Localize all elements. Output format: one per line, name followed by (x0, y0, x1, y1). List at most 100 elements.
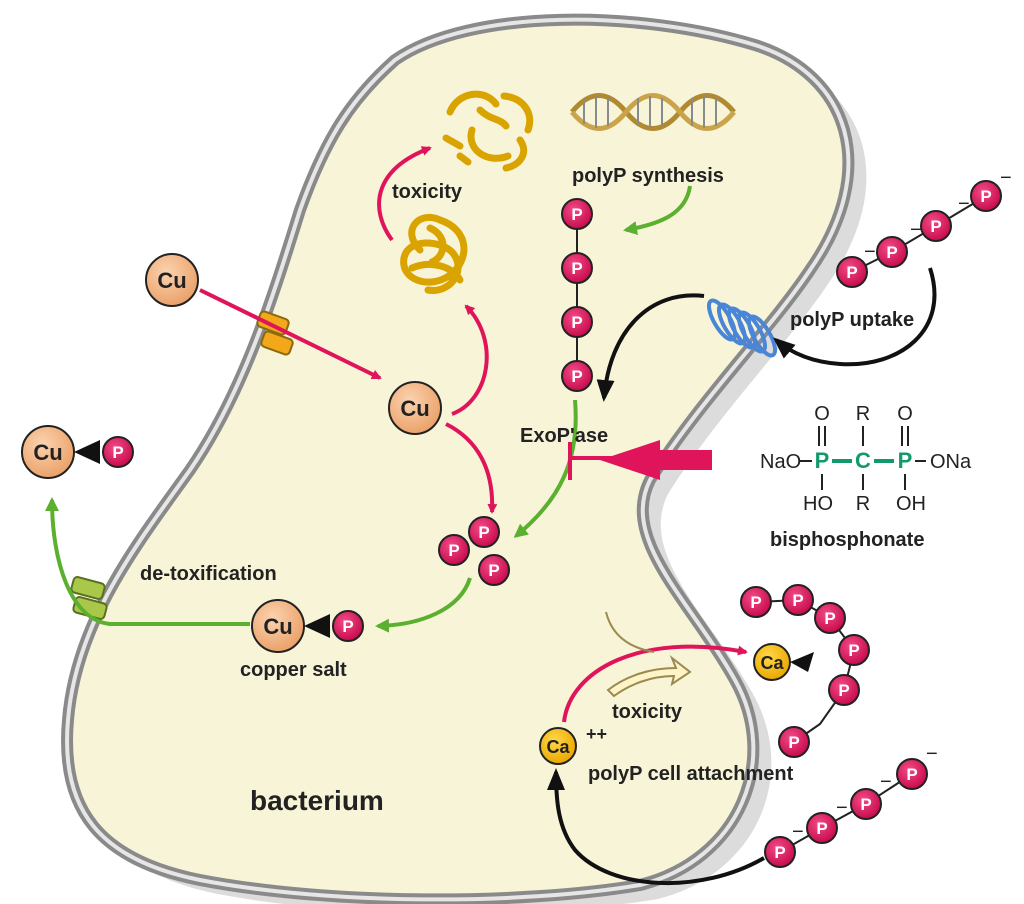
svg-text:P: P (571, 313, 582, 332)
svg-text:Ca: Ca (760, 653, 784, 673)
svg-text:C: C (855, 448, 871, 473)
label-bisphosphonate: bisphosphonate (770, 529, 924, 551)
inhibitor-arrow (600, 440, 712, 480)
svg-text:P: P (838, 681, 849, 700)
p-node: P (850, 788, 882, 820)
p-node: P (561, 306, 593, 338)
uptake-arrow-in (596, 293, 705, 402)
label-toxicity-top: toxicity (392, 181, 463, 203)
svg-text:P: P (478, 523, 489, 542)
p-node: P (782, 584, 814, 616)
bisphosphonate-formula: NaO P C P ONa O R O HO R OH (760, 403, 972, 515)
p-node: P (740, 586, 772, 618)
cu-to-protein-arrow (451, 304, 489, 416)
svg-text:P: P (824, 609, 835, 628)
detox-export-arrow (45, 497, 250, 626)
cu-outside: Cu (145, 253, 199, 307)
toxicity-curve (605, 611, 655, 653)
p-node: P (561, 360, 593, 392)
svg-text:P: P (788, 733, 799, 752)
p-node: P (828, 674, 860, 706)
svg-text:P: P (898, 448, 913, 473)
p-node: P (876, 236, 908, 268)
svg-text:P: P (750, 593, 761, 612)
svg-text:P: P (930, 217, 941, 236)
cu-salt-intracellular: Cu P (251, 599, 364, 653)
cell-membrane-inner (65, 17, 851, 902)
cu-salt-exported: Cu P (21, 425, 134, 479)
polyp-chain-attachment: P P P P − − − − (764, 743, 938, 868)
svg-text:P: P (846, 263, 857, 282)
label-copper-salt: copper salt (240, 659, 347, 681)
svg-text:R: R (856, 493, 870, 515)
ca-to-chain-arrow (562, 644, 748, 723)
ca-polyp-complex: P P P P P P Ca (740, 584, 870, 758)
attachment-arrow (547, 768, 765, 886)
svg-text:NaO: NaO (760, 451, 801, 473)
svg-text:Cu: Cu (33, 440, 62, 465)
svg-text:Cu: Cu (157, 268, 186, 293)
ca-ion: Ca ++ (539, 724, 607, 765)
uptake-coil-icon (707, 298, 777, 358)
svg-text:P: P (815, 448, 830, 473)
svg-text:P: P (571, 367, 582, 386)
p-node: P (836, 256, 868, 288)
p-node: P (838, 634, 870, 666)
p-node: P (468, 516, 500, 548)
label-toxicity-bottom: toxicity (612, 701, 683, 723)
label-polyp-synthesis: polyP synthesis (572, 165, 724, 187)
svg-text:P: P (886, 243, 897, 262)
svg-text:Ca: Ca (546, 737, 570, 757)
p-node: P (778, 726, 810, 758)
protein-toxicity-arrow (377, 146, 432, 242)
svg-text:P: P (488, 561, 499, 580)
p-node: P (814, 602, 846, 634)
p-node: P (896, 758, 928, 790)
svg-text:−: − (792, 821, 804, 843)
p-node: P (438, 534, 470, 566)
svg-text:−: − (926, 743, 938, 765)
svg-text:−: − (864, 241, 876, 263)
svg-text:P: P (571, 205, 582, 224)
svg-text:−: − (910, 219, 922, 241)
p-node: P (561, 198, 593, 230)
svg-text:P: P (906, 765, 917, 784)
uptake-arrow-from-chain (772, 267, 937, 367)
svg-text:P: P (112, 443, 123, 462)
svg-text:P: P (792, 591, 803, 610)
cu-entry-arrow (199, 288, 382, 380)
svg-text:O: O (814, 403, 830, 425)
dna-icon (570, 93, 736, 131)
svg-text:Cu: Cu (400, 396, 429, 421)
p-node: P (561, 252, 593, 284)
svg-text:P: P (816, 819, 827, 838)
p-to-salt-arrow (375, 577, 472, 633)
polyp-chain-intracellular: P P P P (561, 198, 593, 392)
folded-protein-icon (400, 213, 468, 294)
svg-text:P: P (448, 541, 459, 560)
label-exopase: ExoP'ase (520, 425, 608, 447)
p-node: P (970, 180, 1002, 212)
svg-text:ONa: ONa (930, 451, 972, 473)
p-node: P (806, 812, 838, 844)
p-node: P (478, 554, 510, 586)
cu-to-p-arrow (445, 422, 498, 514)
p-node: P (920, 210, 952, 242)
polyp-chain-uptake: P P P P − − − − (836, 167, 1012, 288)
svg-text:P: P (980, 187, 991, 206)
toxicity-hollow-arrow (606, 654, 692, 698)
p-node: P (764, 836, 796, 868)
denatured-protein-icon (442, 90, 534, 172)
label-polyp-uptake: polyP uptake (790, 309, 914, 331)
svg-text:OH: OH (896, 493, 926, 515)
svg-text:−: − (836, 797, 848, 819)
svg-text:−: − (958, 193, 970, 215)
label-polyp-cell-attachment: polyP cell attachment (588, 763, 794, 785)
svg-text:++: ++ (586, 724, 607, 744)
cu-inside: Cu (388, 381, 442, 435)
svg-text:P: P (342, 617, 353, 636)
svg-text:−: − (880, 771, 892, 793)
free-phosphates: P P P (438, 516, 510, 586)
svg-text:P: P (860, 795, 871, 814)
